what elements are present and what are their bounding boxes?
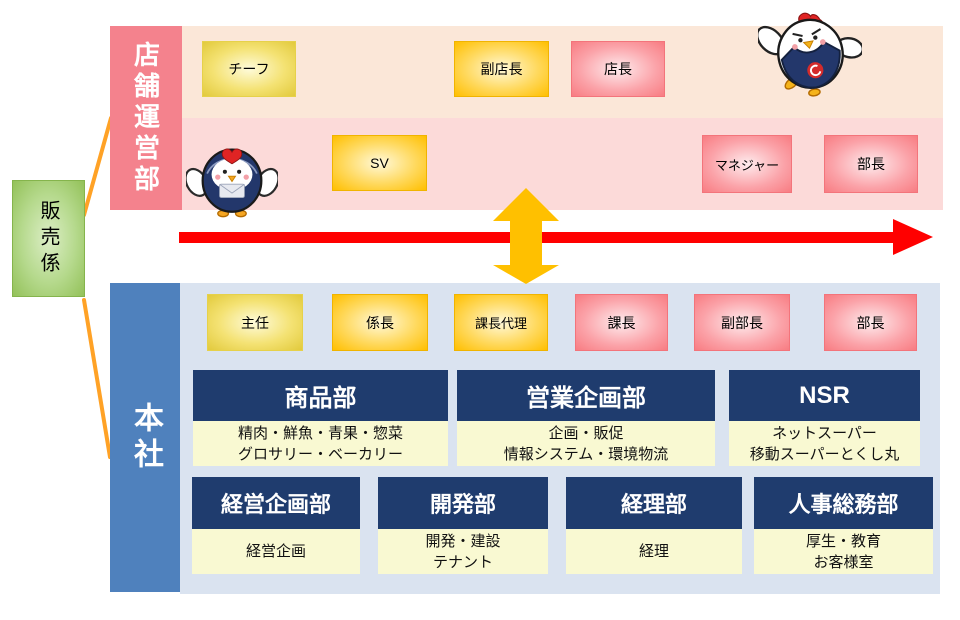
detail-line: 移動スーパーとくし丸 <box>749 445 900 463</box>
detail-line: テナント <box>432 553 493 571</box>
department-corporate-planning: 経営企画部 経営企画 <box>192 477 360 574</box>
department-accounting-detail: 経理 <box>566 529 742 574</box>
horizontal-career-arrow <box>179 219 933 255</box>
detail-line: お客様室 <box>813 553 874 571</box>
detail-line: 開発・建設 <box>425 532 501 550</box>
detail-line: 経理 <box>638 543 669 560</box>
department-merchandise-title: 商品部 <box>193 370 448 421</box>
department-merchandise-detail: 精肉・鮮魚・青果・惣菜 グロサリー・ベーカリー <box>193 421 448 466</box>
position-box-kacho-dairi: 課長代理 <box>454 294 548 351</box>
department-hr-general-affairs: 人事総務部 厚生・教育 お客様室 <box>754 477 933 574</box>
position-box-kakaricho: 係長 <box>332 294 428 351</box>
department-development: 開発部 開発・建設 テナント <box>378 477 548 574</box>
position-box-sv: SV <box>332 135 427 191</box>
position-box-kacho: 課長 <box>575 294 668 351</box>
detail-line: 精肉・鮮魚・青果・惣菜 <box>237 424 403 442</box>
detail-line: 企画・販促 <box>548 424 624 442</box>
department-accounting: 経理部 経理 <box>566 477 742 574</box>
department-sales-planning-detail: 企画・販促 情報システム・環境物流 <box>457 421 715 466</box>
position-box-bucho-store: 部長 <box>824 135 918 193</box>
detail-line: 経営企画 <box>245 543 306 560</box>
detail-line: グロサリー・ベーカリー <box>237 445 403 463</box>
detail-line: 厚生・教育 <box>805 532 881 550</box>
position-box-chief: チーフ <box>202 41 296 97</box>
department-nsr-title: NSR <box>729 370 920 421</box>
department-sales-planning-title: 営業企画部 <box>457 370 715 421</box>
department-development-title: 開発部 <box>378 477 548 529</box>
connector-line-top <box>82 116 113 217</box>
department-corporate-planning-title: 経営企画部 <box>192 477 360 529</box>
detail-line: ネットスーパー <box>772 424 877 442</box>
sales-staff-label: 販売係 <box>12 180 85 297</box>
rooster-mascot-icon <box>758 12 862 97</box>
department-merchandise: 商品部 精肉・鮮魚・青果・惣菜 グロサリー・ベーカリー <box>193 370 448 466</box>
position-box-fuku-bucho: 副部長 <box>694 294 790 351</box>
position-box-deputy-store-manager: 副店長 <box>454 41 549 97</box>
department-nsr-detail: ネットスーパー 移動スーパーとくし丸 <box>729 421 920 466</box>
detail-line: 情報システム・環境物流 <box>503 445 669 463</box>
department-nsr: NSR ネットスーパー 移動スーパーとくし丸 <box>729 370 920 466</box>
department-sales-planning: 営業企画部 企画・販促 情報システム・環境物流 <box>457 370 715 466</box>
department-hr-general-affairs-title: 人事総務部 <box>754 477 933 529</box>
position-box-manager: マネジャー <box>702 135 792 193</box>
store-row2-band <box>182 118 943 210</box>
department-development-detail: 開発・建設 テナント <box>378 529 548 574</box>
connector-line-bottom <box>82 298 112 459</box>
position-box-bucho-hq: 部長 <box>824 294 917 351</box>
department-corporate-planning-detail: 経営企画 <box>192 529 360 574</box>
position-box-store-manager: 店長 <box>571 41 665 97</box>
department-accounting-title: 経理部 <box>566 477 742 529</box>
store-operations-label: 店舗運営部 <box>110 26 182 210</box>
penguin-mascot-icon <box>186 148 278 218</box>
department-hr-general-affairs-detail: 厚生・教育 お客様室 <box>754 529 933 574</box>
headquarters-label: 本社 <box>110 283 180 592</box>
position-box-shunin: 主任 <box>207 294 303 351</box>
